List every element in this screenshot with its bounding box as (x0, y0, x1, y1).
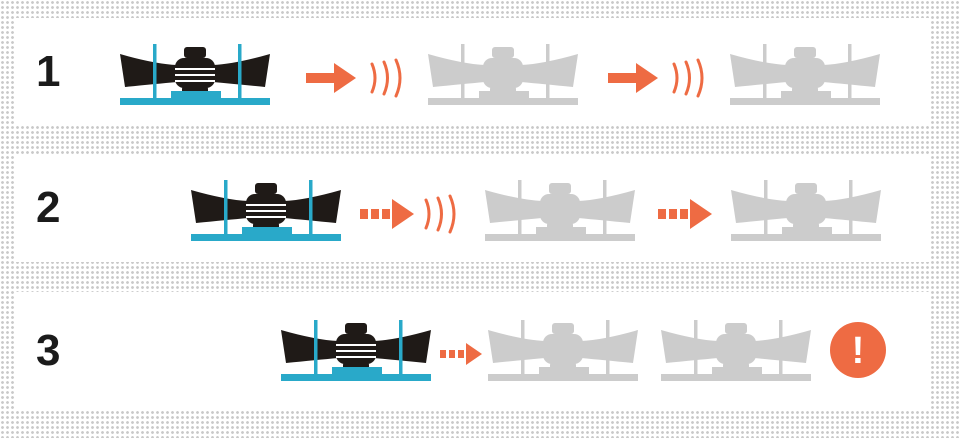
inactive-fan (661, 320, 811, 381)
active-fan (120, 44, 270, 105)
alert-symbol: ! (852, 330, 865, 372)
step-3-diagram: ! (281, 320, 886, 381)
active-fan (191, 180, 341, 241)
step-row-3: 3 (16, 292, 930, 410)
dashed-arrow-right-icon (360, 199, 414, 229)
inactive-fan (730, 44, 880, 105)
arrow-right-icon (306, 63, 356, 93)
dashed-arrow-right-icon (658, 199, 712, 229)
inactive-fan (485, 180, 635, 241)
step-number: 2 (36, 183, 61, 232)
vibration-waves-icon (672, 58, 704, 98)
inactive-fan (488, 320, 638, 381)
active-fan (281, 320, 431, 381)
dashed-arrow-right-icon (440, 343, 482, 365)
exclamation-alert-icon: ! (830, 322, 886, 378)
step-2-diagram (191, 180, 881, 241)
step-row-1: 1 (16, 18, 930, 126)
inactive-fan (428, 44, 578, 105)
step-number: 3 (36, 326, 61, 375)
arrow-right-icon (608, 63, 658, 93)
inactive-fan (731, 180, 881, 241)
step-number: 1 (36, 47, 61, 96)
vibration-waves-icon (370, 58, 402, 98)
vibration-waves-icon (424, 194, 456, 234)
step-row-2: 2 (16, 154, 930, 262)
step-1-diagram (120, 44, 880, 105)
